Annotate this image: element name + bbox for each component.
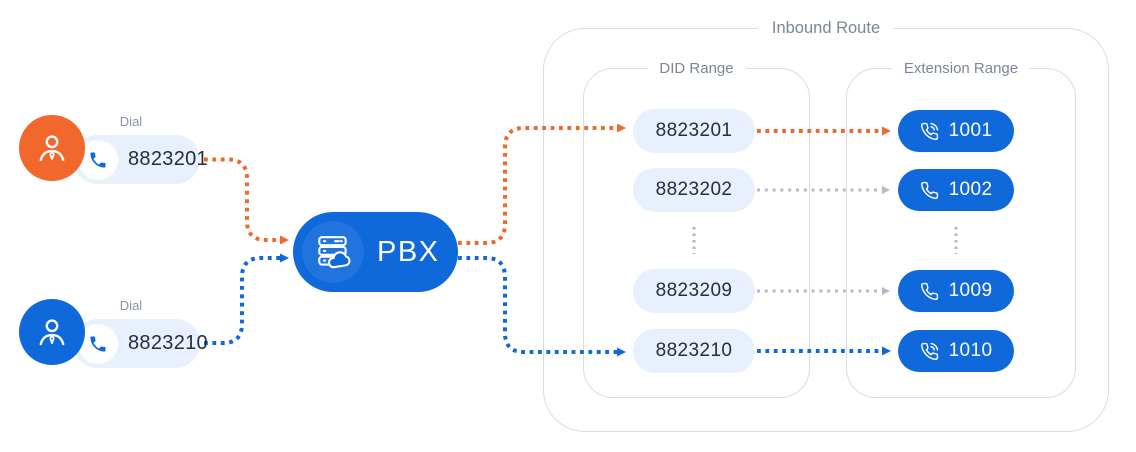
phone-icon-badge — [78, 323, 118, 364]
caller2-to-pbx-connector — [204, 253, 289, 345]
did-range-title: DID Range — [647, 60, 746, 78]
did-number: 8823210 — [655, 340, 733, 361]
caller1-number-pill: 8823201 — [73, 135, 208, 184]
did-number: 8823201 — [655, 120, 733, 141]
extension-pill-1010: 1010 — [898, 330, 1014, 372]
extension-range-box: Extension Range — [846, 60, 1076, 398]
server-cloud-icon — [318, 236, 351, 269]
did-number: 8823209 — [655, 280, 733, 301]
caller2-avatar — [19, 299, 85, 365]
did-pill-9: 8823209 — [633, 269, 755, 313]
caller2-number: 8823210 — [128, 332, 208, 354]
did-pill-2: 8823202 — [633, 168, 755, 212]
phone-handset-icon — [920, 282, 938, 300]
did-number: 8823202 — [655, 179, 733, 200]
extension-number: 1010 — [948, 340, 993, 361]
pbx-icon-badge — [302, 221, 364, 283]
did-pill-10: 8823210 — [633, 329, 755, 373]
extension-number: 1009 — [948, 280, 993, 301]
phone-icon — [90, 152, 106, 167]
phone-icon — [90, 336, 106, 351]
pbx-node: PBX — [293, 212, 458, 292]
caller1-dial-label: Dial — [119, 114, 143, 129]
person-icon — [39, 135, 65, 162]
did-pill-1: 8823201 — [633, 109, 755, 153]
inbound-route-container: Inbound Route DID Range Extension Range — [543, 19, 1109, 432]
caller2-number-pill: 8823210 — [73, 319, 208, 368]
caller2-dial-label: Dial — [119, 298, 143, 313]
extension-pill-1009: 1009 — [898, 270, 1014, 312]
extension-number: 1001 — [948, 120, 993, 141]
pbx-label: PBX — [377, 235, 440, 268]
phone-handset-icon — [920, 181, 938, 199]
person-icon — [39, 319, 65, 346]
caller1-number: 8823201 — [128, 148, 208, 170]
extension-number: 1002 — [948, 179, 993, 200]
inbound-route-title: Inbound Route — [757, 19, 895, 39]
caller1-to-pbx-connector — [204, 157, 289, 245]
phone-ringing-icon — [920, 122, 938, 140]
extension-pill-1002: 1002 — [898, 169, 1014, 211]
caller1-avatar — [19, 115, 85, 181]
extension-pill-1001: 1001 — [898, 110, 1014, 152]
extension-range-title: Extension Range — [891, 60, 1031, 78]
phone-ringing-icon — [920, 342, 938, 360]
